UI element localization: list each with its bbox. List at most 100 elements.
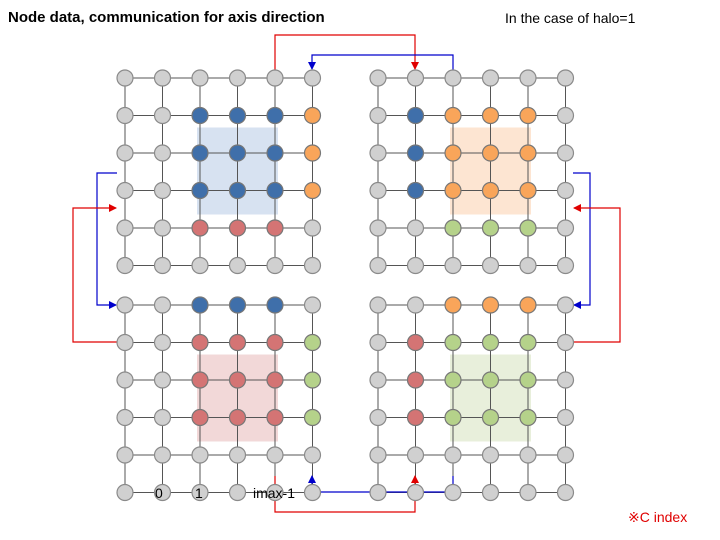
arrow-red-top — [274, 34, 419, 70]
node-top-left-node_gray — [153, 144, 172, 162]
node-bottom-left-node_gray — [303, 483, 322, 502]
node-bottom-left-red — [266, 408, 284, 427]
node-top-left-blue — [228, 106, 247, 125]
node-bottom-right-node_gray — [556, 446, 575, 464]
node-top-right-node_gray — [519, 256, 537, 275]
node-bottom-left-node_gray — [303, 296, 322, 314]
node-top-left-blue — [266, 144, 284, 162]
node-top-right-node_gray — [481, 69, 500, 87]
node-bottom-right-node_gray — [369, 446, 387, 464]
node-top-left-orange — [303, 181, 322, 200]
node-top-right-green — [444, 219, 462, 237]
halo-caption: In the case of halo=1 — [505, 10, 636, 26]
c-index-note: ※C index — [628, 509, 688, 525]
node-bottom-right-node_gray — [556, 408, 575, 427]
node-top-right-node_gray — [519, 69, 537, 87]
node-bottom-left-node_gray — [116, 371, 134, 389]
node-top-left-red — [266, 219, 284, 237]
node-top-left-node_gray — [116, 219, 134, 237]
node-top-right-green — [481, 219, 500, 237]
arrow-blue-left — [96, 172, 117, 309]
index-label-0: 0 — [155, 485, 163, 501]
node-bottom-right-node_gray — [556, 371, 575, 389]
node-bottom-left-node_gray — [191, 483, 209, 502]
node-bottom-right-node_gray — [369, 408, 387, 427]
node-bottom-left-red — [191, 408, 209, 427]
node-top-right-node_gray — [556, 106, 575, 125]
node-bottom-left-node_gray — [153, 333, 172, 352]
node-top-right-blue — [406, 106, 425, 125]
node-top-right-orange — [444, 106, 462, 125]
node-bottom-right-node_gray — [369, 296, 387, 314]
node-bottom-left-red — [228, 408, 247, 427]
node-top-right-orange — [481, 106, 500, 125]
node-bottom-left-node_gray — [153, 296, 172, 314]
node-bottom-right-node_gray — [406, 483, 425, 502]
node-bottom-right-node_gray — [519, 483, 537, 502]
arrow-red-left — [72, 204, 117, 343]
node-top-left-red — [228, 219, 247, 237]
node-top-right-node_gray — [406, 219, 425, 237]
node-bottom-left-node_gray — [228, 483, 247, 502]
node-top-right-node_gray — [369, 106, 387, 125]
node-bottom-right-green — [481, 333, 500, 352]
node-top-right-node_gray — [444, 69, 462, 87]
node-bottom-right-red — [406, 371, 425, 389]
node-bottom-right-green — [444, 371, 462, 389]
node-bottom-left-red — [191, 371, 209, 389]
node-bottom-right-green — [481, 371, 500, 389]
node-bottom-right-red — [406, 408, 425, 427]
node-top-right-node_gray — [556, 256, 575, 275]
node-bottom-right-orange — [444, 296, 462, 314]
node-top-left-red — [191, 219, 209, 237]
node-bottom-left-node_gray — [153, 408, 172, 427]
node-top-right-orange — [519, 181, 537, 200]
diagram-title: Node data, communication for axis direct… — [8, 9, 325, 26]
index-label-imax-1: imax-1 — [253, 485, 296, 501]
node-bottom-right-node_gray — [444, 446, 462, 464]
node-bottom-left-node_gray — [116, 483, 134, 502]
node-top-left-blue — [266, 106, 284, 125]
node-top-left-node_gray — [116, 144, 134, 162]
node-bottom-right-orange — [481, 296, 500, 314]
node-top-right-node_gray — [481, 256, 500, 275]
node-top-left-node_gray — [228, 256, 247, 275]
node-top-left-node_gray — [153, 106, 172, 125]
node-bottom-left-green — [303, 371, 322, 389]
node-bottom-right-node_gray — [369, 333, 387, 352]
node-bottom-right-node_gray — [481, 483, 500, 502]
node-top-left-node_gray — [303, 256, 322, 275]
node-bottom-right-node_gray — [556, 296, 575, 314]
index-label-1: 1 — [195, 485, 203, 501]
arrow-blue-right — [573, 172, 591, 309]
node-top-right-orange — [481, 144, 500, 162]
node-bottom-left-node_gray — [228, 446, 247, 464]
node-top-left-node_gray — [303, 219, 322, 237]
node-bottom-right-node_gray — [556, 333, 575, 352]
node-top-left-node_gray — [153, 69, 172, 87]
node-bottom-left-node_gray — [266, 483, 284, 502]
node-top-left-node_gray — [116, 69, 134, 87]
node-bottom-left-node_gray — [303, 446, 322, 464]
node-bottom-right-node_gray — [444, 483, 462, 502]
node-bottom-right-node_gray — [369, 371, 387, 389]
node-top-right-orange — [519, 106, 537, 125]
node-bottom-left-node_gray — [191, 446, 209, 464]
node-bottom-left-node_gray — [153, 446, 172, 464]
node-top-right-blue — [406, 144, 425, 162]
node-top-right-blue — [406, 181, 425, 200]
node-bottom-left-node_gray — [116, 296, 134, 314]
node-bottom-right-green — [444, 408, 462, 427]
node-top-right-node_gray — [406, 256, 425, 275]
node-top-right-node_gray — [556, 181, 575, 200]
node-bottom-right-node_gray — [369, 483, 387, 502]
node-top-right-orange — [519, 144, 537, 162]
node-bottom-left-node_gray — [153, 371, 172, 389]
node-bottom-left-green — [303, 408, 322, 427]
node-top-left-orange — [303, 106, 322, 125]
node-top-right-node_gray — [369, 256, 387, 275]
node-bottom-left-red — [228, 333, 247, 352]
node-top-left-node_gray — [153, 181, 172, 200]
node-top-right-green — [519, 219, 537, 237]
node-bottom-left-node_gray — [116, 333, 134, 352]
